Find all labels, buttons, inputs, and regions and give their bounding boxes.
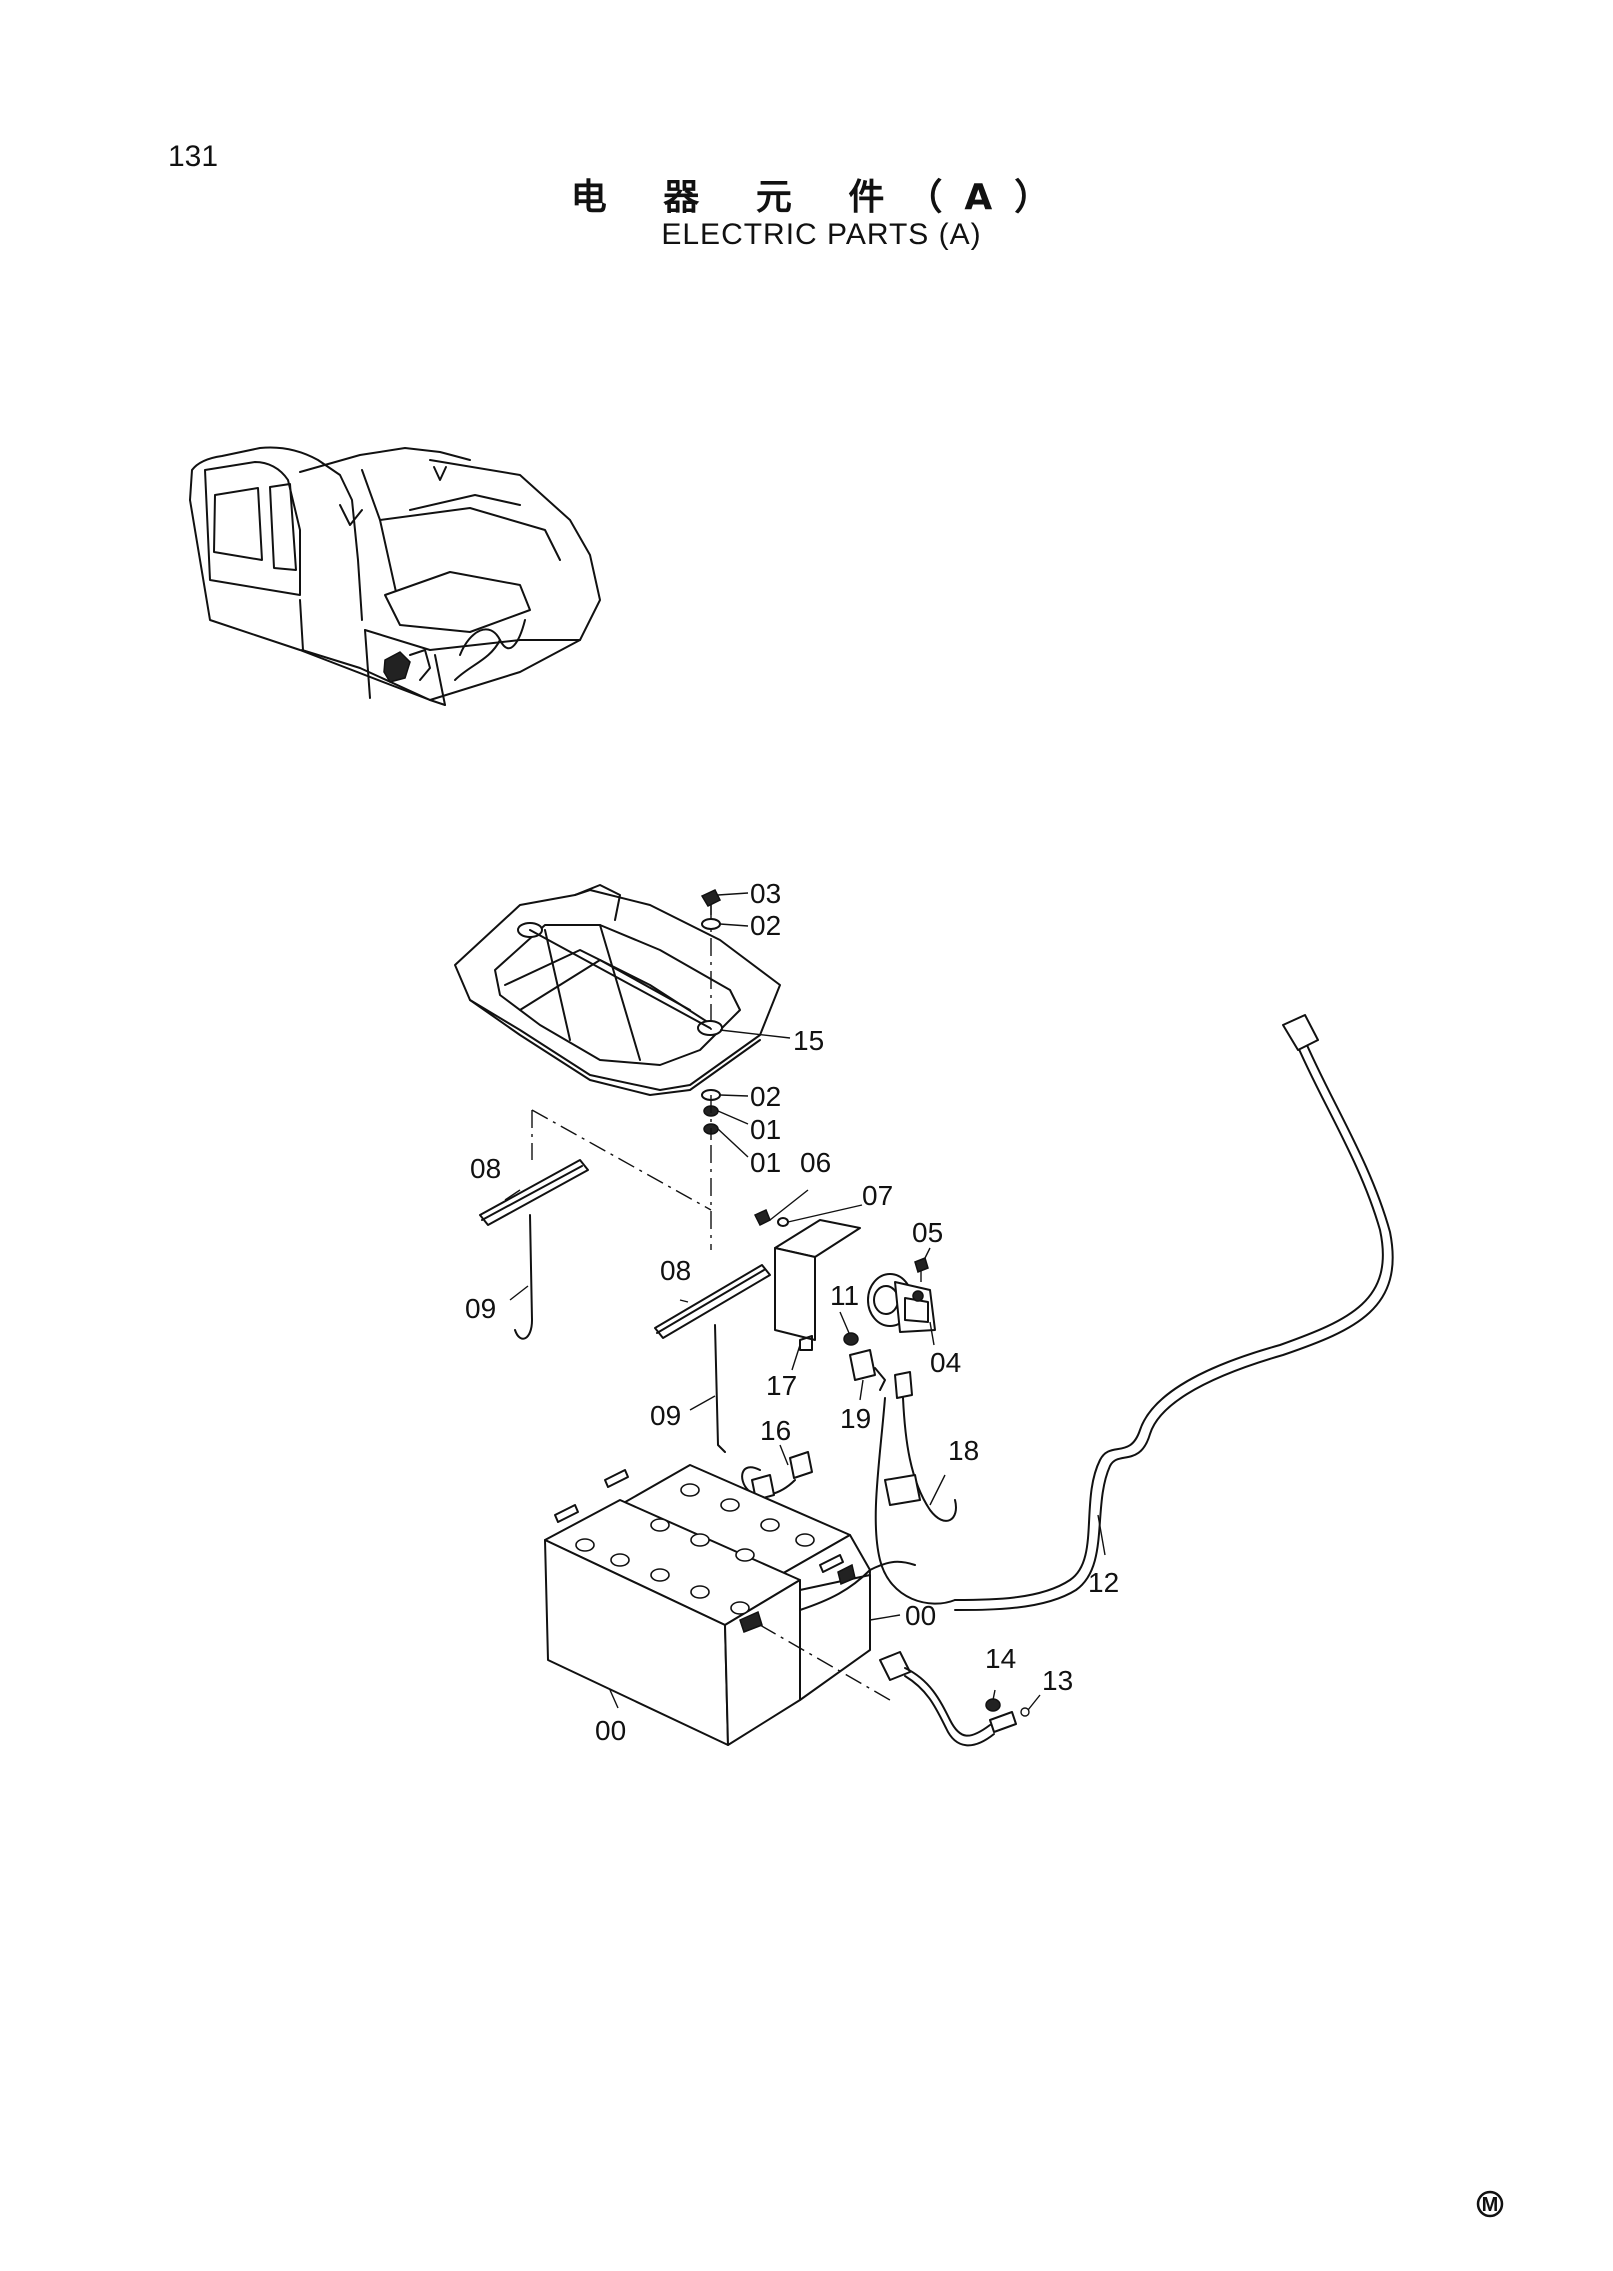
callout-00-bottom: 00 — [595, 1715, 626, 1746]
hold-down-bars — [479, 1159, 771, 1453]
callout-12: 12 — [1088, 1567, 1119, 1598]
callout-02-bottom: 02 — [750, 1081, 781, 1112]
callout-08-right: 08 — [660, 1255, 691, 1286]
callout-09-left: 09 — [465, 1293, 496, 1324]
battery-relay-part-04 — [843, 1256, 936, 1399]
callout-11: 11 — [830, 1280, 859, 1311]
callout-19: 19 — [840, 1403, 871, 1434]
callout-15: 15 — [793, 1025, 824, 1056]
page-title-english: ELECTRIC PARTS (A) — [661, 218, 982, 251]
callout-07: 07 — [862, 1180, 893, 1211]
page-title-chinese: 电 器 元 件（A） — [570, 177, 1073, 218]
callout-14: 14 — [985, 1643, 1016, 1674]
callout-17: 17 — [766, 1370, 797, 1401]
circled-m-mark: M — [1476, 2190, 1504, 2218]
callout-18: 18 — [948, 1435, 979, 1466]
callout-04: 04 — [930, 1347, 961, 1378]
fastener-stack — [700, 889, 722, 1250]
callout-13: 13 — [1042, 1665, 1073, 1696]
callout-02-top: 02 — [750, 910, 781, 941]
ground-cable-part-13 — [759, 1624, 1030, 1747]
callout-00-right: 00 — [905, 1600, 936, 1631]
callout-labels: 03 02 15 02 01 01 06 07 05 08 08 09 09 1… — [465, 878, 1119, 1746]
batteries-part-00 — [544, 1464, 916, 1746]
mark-letter: M — [1482, 2194, 1499, 2216]
callout-01-upper: 01 — [750, 1114, 781, 1145]
bracket-part-17 — [753, 1208, 861, 1351]
callout-16: 16 — [760, 1415, 791, 1446]
page-number: 131 — [168, 140, 219, 173]
leader-lines — [504, 892, 1106, 1711]
relay-harness-part-18 — [874, 1397, 957, 1605]
battery-cable-part-12 — [954, 1014, 1394, 1611]
callout-08-left: 08 — [470, 1153, 501, 1184]
callout-09-right: 09 — [650, 1400, 681, 1431]
callout-06: 06 — [800, 1147, 831, 1178]
callout-03: 03 — [750, 878, 781, 909]
callout-01-lower: 01 — [750, 1147, 781, 1178]
excavator-locator-view — [189, 446, 601, 706]
floor-plate-part-15 — [454, 884, 781, 1096]
callout-05: 05 — [912, 1217, 943, 1248]
